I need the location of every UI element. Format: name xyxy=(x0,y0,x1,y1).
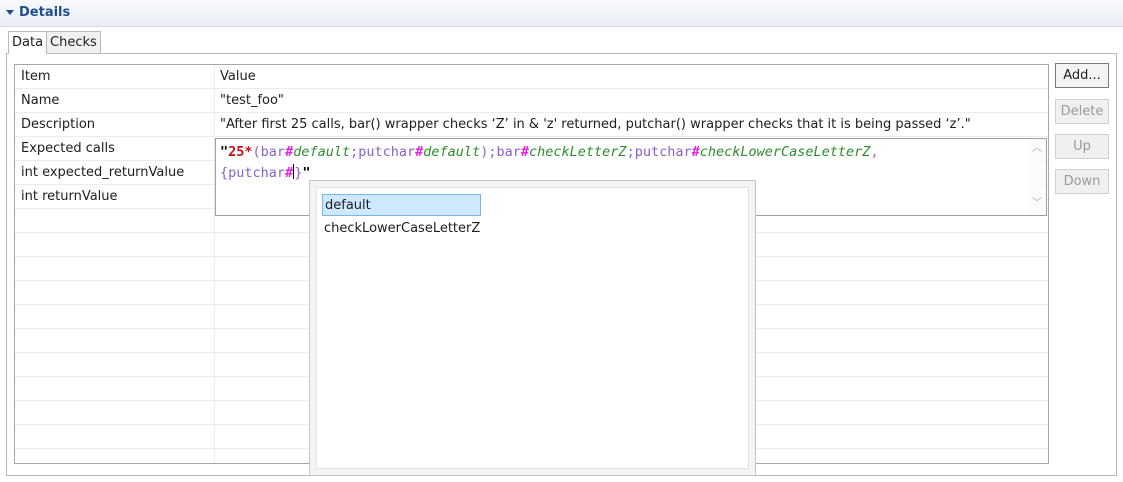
text-caret xyxy=(293,164,295,179)
paren-open: ( xyxy=(252,144,261,160)
section-title: Details xyxy=(19,5,71,20)
row-value[interactable]: "After first 25 calls, bar() wrapper che… xyxy=(220,117,971,132)
function-name: bar xyxy=(496,144,521,160)
tab-data[interactable]: Data xyxy=(8,31,48,54)
check-name: default xyxy=(293,144,351,160)
check-name: checkLowerCaseLetterZ xyxy=(699,144,871,160)
collapse-triangle-icon[interactable] xyxy=(6,10,14,15)
column-divider xyxy=(214,65,215,463)
table-header-row: Item Value xyxy=(15,65,1048,89)
autocomplete-item[interactable]: checkLowerCaseLetterZ xyxy=(324,221,481,236)
semicolon: ; xyxy=(350,144,359,160)
column-header-value[interactable]: Value xyxy=(220,69,256,84)
brace-close: } xyxy=(294,165,303,181)
hash-separator: # xyxy=(691,144,700,160)
paren-close: ) xyxy=(480,144,489,160)
autocomplete-list[interactable]: default checkLowerCaseLetterZ xyxy=(316,187,749,469)
editor-scrollbar[interactable]: ︿ ﹀ xyxy=(1029,139,1046,215)
hash-separator: # xyxy=(285,144,294,160)
row-item-label: Description xyxy=(21,117,96,132)
tab-checks[interactable]: Checks xyxy=(46,31,101,53)
semicolon: ; xyxy=(488,144,497,160)
call-count: 25* xyxy=(228,144,253,160)
row-item-label: Expected calls xyxy=(21,141,115,156)
comma: , xyxy=(870,144,879,160)
row-item-label: int returnValue xyxy=(21,189,118,204)
function-name: putchar xyxy=(228,165,286,181)
row-item-label: int expected_returnValue xyxy=(21,165,185,180)
quote-close: " xyxy=(302,165,311,181)
autocomplete-popup: default checkLowerCaseLetterZ xyxy=(309,180,756,476)
brace-open: { xyxy=(220,165,229,181)
column-header-item[interactable]: Item xyxy=(21,69,51,84)
hash-separator: # xyxy=(520,144,530,160)
table-row[interactable]: Name "test_foo" xyxy=(15,89,1048,113)
row-value[interactable]: "test_foo" xyxy=(220,93,284,108)
delete-button[interactable]: Delete xyxy=(1055,99,1109,124)
hash-separator: # xyxy=(285,165,294,181)
scroll-down-icon[interactable]: ﹀ xyxy=(1032,198,1042,209)
up-button[interactable]: Up xyxy=(1055,134,1109,159)
table-row[interactable]: Description "After first 25 calls, bar()… xyxy=(15,113,1048,137)
code-text[interactable]: "25*(bar#default;putchar#default);bar#ch… xyxy=(220,142,1028,184)
down-button[interactable]: Down xyxy=(1055,169,1109,194)
function-name: putchar xyxy=(634,144,692,160)
scroll-up-icon[interactable]: ︿ xyxy=(1032,143,1042,154)
quote-open: " xyxy=(220,144,229,160)
add-button[interactable]: Add... xyxy=(1055,63,1109,88)
autocomplete-item-selected[interactable]: default xyxy=(322,194,481,216)
semicolon: ; xyxy=(626,144,635,160)
hash-separator: # xyxy=(415,144,424,160)
row-item-label: Name xyxy=(21,93,60,108)
function-name: bar xyxy=(260,144,286,160)
check-name: default xyxy=(423,144,481,160)
function-name: putchar xyxy=(358,144,416,160)
check-name: checkLetterZ xyxy=(529,144,627,160)
details-section-header[interactable]: Details xyxy=(0,0,1123,27)
